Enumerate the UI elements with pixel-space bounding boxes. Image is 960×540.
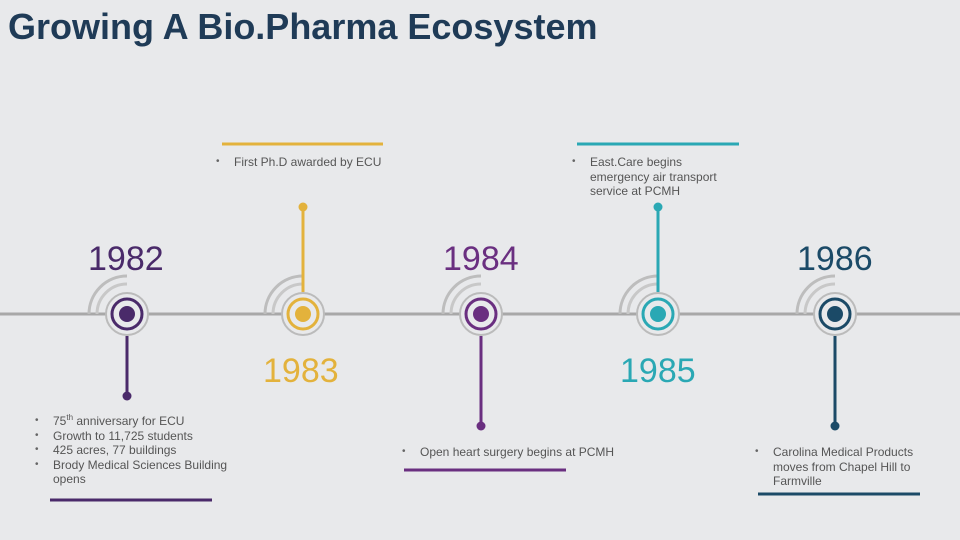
anniversary-suffix: th xyxy=(66,413,74,422)
year-label-1986: 1986 xyxy=(797,240,873,278)
slide-title: Growing A Bio.Pharma Ecosystem xyxy=(8,6,598,47)
node-1986 xyxy=(758,274,920,496)
node-1983 xyxy=(222,142,383,336)
node-1984 xyxy=(404,274,566,472)
year-label-1983: 1983 xyxy=(263,352,339,390)
note-1986: Carolina Medical Products moves from Cha… xyxy=(755,445,945,489)
note-1986-item: Carolina Medical Products moves from Cha… xyxy=(755,445,945,489)
note-1983-item: First Ph.D awarded by ECU xyxy=(216,155,406,170)
note-1982-item-students: Growth to 11,725 students xyxy=(35,429,255,444)
note-1984: Open heart surgery begins at PCMH xyxy=(402,445,642,460)
node-1982 xyxy=(50,274,212,502)
note-1982-item-acres: 425 acres, 77 buildings xyxy=(35,443,255,458)
note-1982-item-anniversary: 75th anniversary for ECU xyxy=(35,414,255,429)
note-1985: East.Care begins emergency air transport… xyxy=(572,155,742,199)
node-1985 xyxy=(577,142,739,336)
year-label-1985: 1985 xyxy=(620,352,696,390)
year-label-1984: 1984 xyxy=(443,240,519,278)
year-label-1982: 1982 xyxy=(88,240,164,278)
note-1985-item: East.Care begins emergency air transport… xyxy=(572,155,742,199)
note-1984-item: Open heart surgery begins at PCMH xyxy=(402,445,642,460)
note-1983: First Ph.D awarded by ECU xyxy=(216,155,406,170)
note-1982: 75th anniversary for ECU Growth to 11,72… xyxy=(35,414,255,487)
anniversary-number: 75 xyxy=(53,414,67,428)
note-1982-item-brody: Brody Medical Sciences Building opens xyxy=(35,458,255,487)
anniversary-text: anniversary for ECU xyxy=(73,414,185,428)
